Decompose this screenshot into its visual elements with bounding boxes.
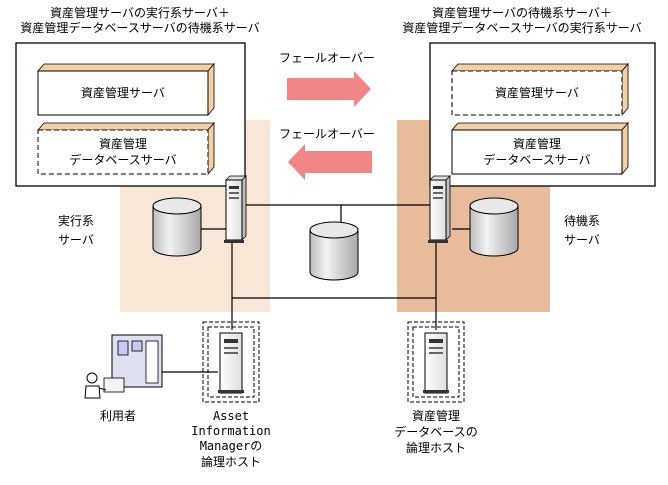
aim-host-label-line-2: Information (191, 424, 270, 438)
right-asset-db-label-line-1: 資産管理 (513, 136, 561, 151)
db-host-label-line-2: データベースの (394, 424, 477, 439)
shared-disk-icon (309, 221, 359, 281)
right-node-box: 資産管理サーバ 資産管理 データベースサーバ (429, 42, 656, 187)
network-lines (162, 204, 470, 373)
left-title-line-2: 資産管理データベースサーバの待機系サーバ (20, 20, 259, 35)
standby-server-label-line-1: 待機系 (564, 213, 600, 228)
left-title-line-1: 資産管理サーバの実行系サーバ＋ (50, 5, 230, 20)
db-host-label-line-3: 論理ホスト (406, 440, 466, 455)
failover-top-label: フェールオーバー (279, 51, 375, 65)
left-node-box: 資産管理サーバ 資産管理 データベースサーバ (15, 42, 246, 187)
active-server-label-line-2: サーバ (58, 233, 94, 247)
left-asset-server-label: 資産管理サーバ (81, 85, 165, 100)
db-host-label-line-1: 資産管理 (412, 408, 460, 423)
aim-logical-host-icon (202, 321, 260, 403)
standby-server-label-line-2: サーバ (564, 233, 600, 247)
db-logical-host-icon (407, 321, 465, 403)
right-title-line-1: 資産管理サーバの待機系サーバ＋ (432, 5, 612, 20)
failover-left-arrow (288, 144, 372, 180)
failover-bottom-label: フェールオーバー (279, 127, 375, 141)
aim-host-label-line-4: 論理ホスト (201, 454, 261, 469)
left-asset-db-label-line-1: 資産管理 (99, 136, 147, 151)
active-disk-icon (152, 197, 202, 257)
active-server-label-line-1: 実行系 (58, 213, 94, 228)
right-title-line-2: 資産管理データベースサーバの実行系サーバ (402, 20, 641, 35)
left-asset-db-label-line-2: データベースサーバ (69, 152, 176, 167)
standby-server-tower-icon (428, 175, 451, 243)
aim-host-label-line-3: Managerの (200, 439, 263, 453)
left-asset-server-box: 資産管理サーバ (37, 62, 215, 117)
active-server-tower-icon (224, 175, 247, 243)
user-label: 利用者 (100, 409, 136, 423)
right-asset-server-label: 資産管理サーバ (495, 85, 579, 100)
right-asset-server-box: 資産管理サーバ (451, 62, 629, 117)
failover-right-arrow (287, 71, 371, 107)
user-workstation-icon (84, 334, 163, 399)
right-asset-db-server-box: 資産管理 データベースサーバ (451, 121, 629, 176)
aim-host-label-line-1: Asset (213, 409, 249, 423)
right-asset-db-label-line-2: データベースサーバ (483, 152, 590, 167)
left-asset-db-server-box: 資産管理 データベースサーバ (37, 121, 215, 176)
standby-disk-icon (469, 197, 519, 257)
